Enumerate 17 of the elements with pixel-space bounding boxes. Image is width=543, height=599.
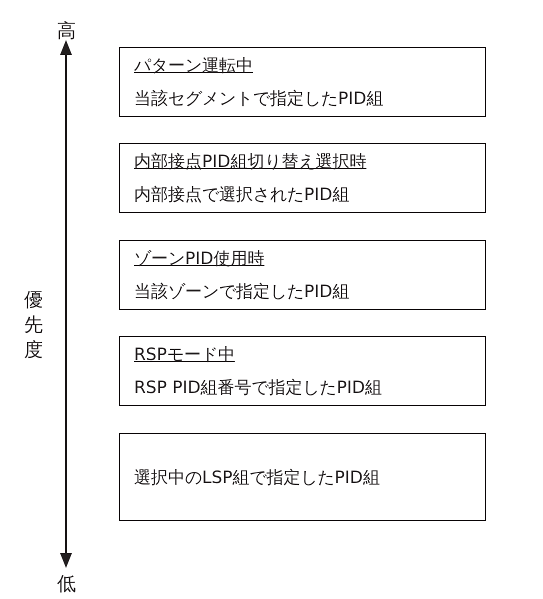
low-label: 低 [57, 572, 76, 597]
high-label: 高 [57, 19, 76, 44]
priority-box [119, 47, 486, 117]
pid-group-text: RSP PID組番号で指定したPID組 [134, 377, 383, 399]
pid-group-text: 内部接点で選択されたPID組 [134, 184, 350, 206]
priority-box [119, 433, 486, 521]
pid-group-text: 当該ゾーンで指定したPID組 [134, 281, 350, 303]
condition-heading: 内部接点PID組切り替え選択時 [134, 151, 368, 173]
priority-label: 優先度 [24, 288, 44, 363]
priority-box [119, 240, 486, 310]
pid-group-text: 選択中のLSP組で指定したPID組 [134, 466, 381, 488]
pid-group-text: 当該セグメントで指定したPID組 [134, 88, 384, 110]
condition-heading: RSPモード中 [134, 344, 236, 366]
priority-box [119, 143, 486, 213]
condition-heading: ゾーンPID使用時 [134, 248, 266, 270]
condition-heading: パターン運転中 [134, 55, 254, 77]
priority-box [119, 336, 486, 406]
